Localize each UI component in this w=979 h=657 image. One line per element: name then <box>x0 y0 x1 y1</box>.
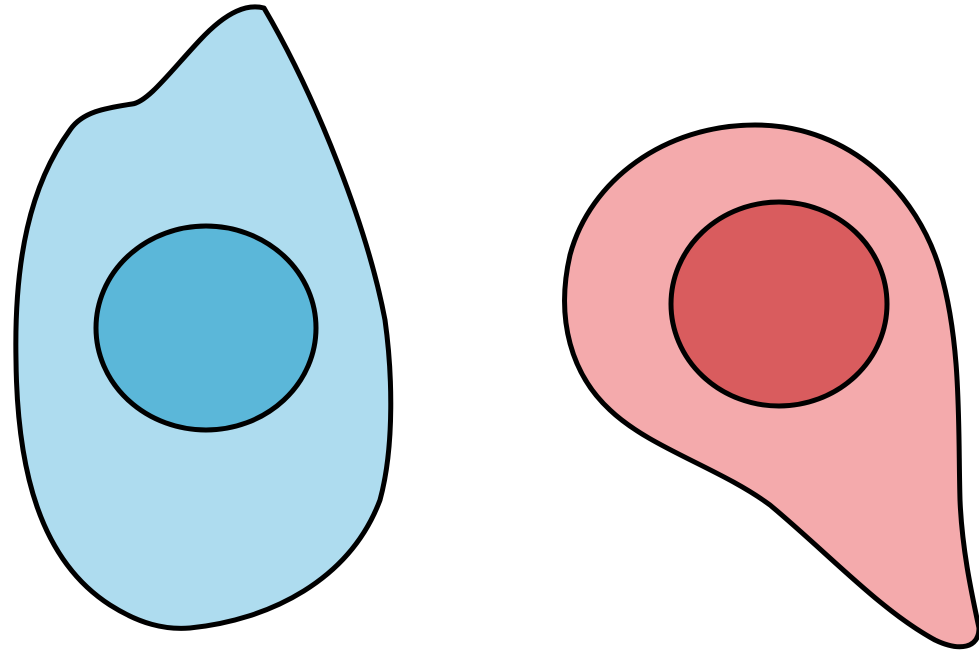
blue-cell-nucleus <box>96 226 316 430</box>
blue-cell <box>16 7 391 628</box>
red-cell-nucleus <box>671 202 887 406</box>
red-cell <box>565 125 979 647</box>
